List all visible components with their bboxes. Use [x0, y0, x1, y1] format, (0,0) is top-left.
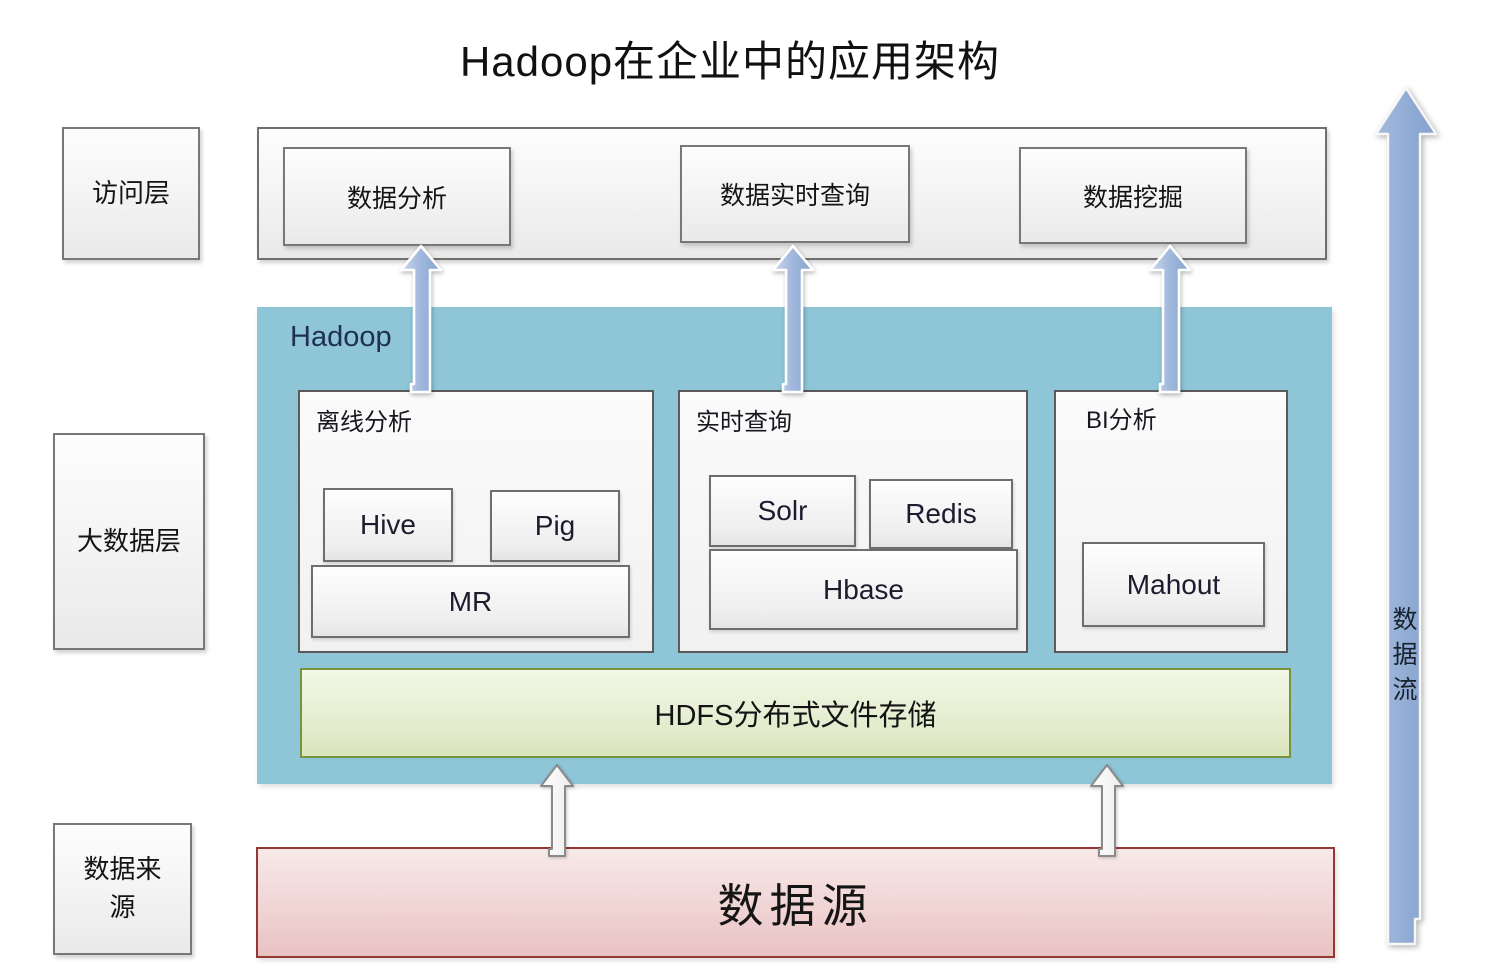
panel-title-bi: BI分析	[1086, 407, 1157, 434]
layer-label-source: 数据来源	[83, 854, 162, 922]
component-hive: Hive	[323, 488, 453, 562]
layer-box-access: 访问层	[62, 127, 200, 260]
hdfs-label: HDFS分布式文件存储	[654, 700, 937, 732]
arrow-bi-to-mining-icon	[1148, 244, 1192, 394]
component-redis-label: Redis	[905, 498, 977, 529]
panel-offline-analysis: 离线分析 Hive Pig MR	[298, 390, 654, 653]
layer-box-source: 数据来源	[53, 823, 192, 955]
access-label-realtime-query: 数据实时查询	[719, 182, 870, 210]
arrow-source-to-hdfs-left-icon	[540, 764, 574, 857]
hdfs-storage-bar: HDFS分布式文件存储	[300, 668, 1291, 758]
component-hbase: Hbase	[709, 549, 1018, 630]
component-solr: Solr	[709, 475, 856, 547]
component-mahout-label: Mahout	[1126, 568, 1221, 600]
component-hive-label: Hive	[359, 509, 416, 540]
layer-label-access: 访问层	[91, 177, 170, 208]
dataflow-arrow-icon	[1374, 86, 1438, 946]
panel-bi-analysis: BI分析 Mahout	[1054, 390, 1288, 653]
component-pig-label: Pig	[534, 510, 576, 541]
access-label-data-mining: 数据挖掘	[1082, 183, 1183, 212]
panel-realtime-query: 实时查询 Solr Redis Hbase	[678, 390, 1028, 653]
layer-label-bigdata: 大数据层	[76, 525, 181, 556]
access-box-data-mining: 数据挖掘	[1019, 147, 1247, 244]
panel-title-realtime: 实时查询	[696, 409, 792, 436]
component-redis: Redis	[869, 479, 1013, 549]
component-mr-label: MR	[448, 585, 493, 617]
component-hbase-label: Hbase	[823, 573, 904, 605]
datasource-bar: 数据源	[256, 847, 1335, 958]
arrow-source-to-hdfs-right-icon	[1090, 764, 1124, 857]
diagram-title: Hadoop在企业中的应用架构	[459, 38, 1001, 85]
component-mahout: Mahout	[1082, 542, 1265, 627]
access-box-realtime-query: 数据实时查询	[680, 145, 910, 243]
component-solr-label: Solr	[757, 495, 808, 526]
hadoop-label: Hadoop	[290, 321, 392, 353]
access-label-data-analysis: 数据分析	[346, 184, 447, 213]
access-box-data-analysis: 数据分析	[283, 147, 511, 246]
layer-box-bigdata: 大数据层	[53, 433, 205, 650]
arrow-offline-to-analysis-icon	[399, 244, 443, 394]
component-mr: MR	[311, 565, 630, 638]
component-pig: Pig	[490, 490, 620, 562]
datasource-label: 数据源	[717, 879, 874, 932]
dataflow-label: 数据流	[1389, 606, 1417, 711]
panel-title-offline: 离线分析	[316, 409, 412, 436]
arrow-realtime-to-query-icon	[771, 244, 815, 394]
